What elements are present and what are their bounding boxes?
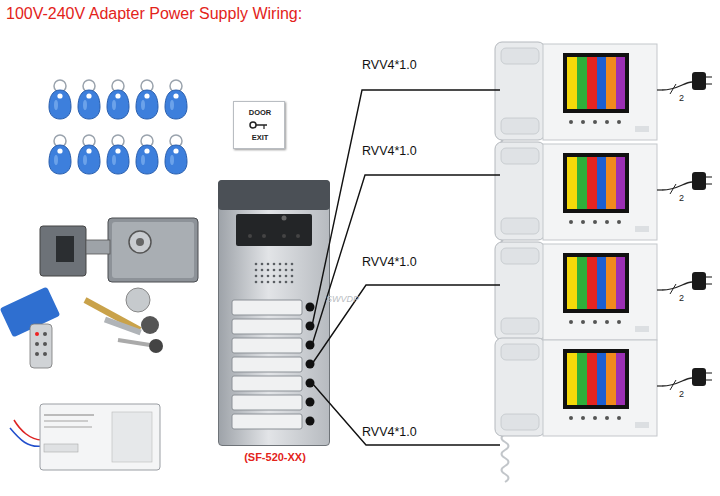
cable-label: RVV4*1.0: [362, 58, 417, 72]
node-text: EXIT: [234, 133, 286, 142]
node-text: (SF-520-XX): [219, 451, 331, 463]
rvv-wires: [312, 90, 500, 445]
cable-label: RVV4*1.0: [362, 144, 417, 158]
power-supply-box: [10, 404, 160, 470]
power-adapters: [657, 72, 712, 390]
wire-count: 2: [679, 293, 684, 303]
wire-count: 2: [679, 193, 684, 203]
electric-lock: [40, 218, 198, 282]
key-icon: [250, 122, 267, 129]
key-fobs: [49, 80, 187, 174]
wire-count: 2: [679, 389, 684, 399]
watermark: SWVDP: [326, 294, 359, 304]
exit-button: DOOR EXIT: [233, 101, 285, 149]
card-remote-keys: [0, 287, 163, 368]
door-station: (SF-520-XX): [218, 180, 330, 446]
door-station-details: [218, 180, 330, 429]
monitors: [495, 42, 657, 482]
cable-label: RVV4*1.0: [362, 425, 417, 439]
cable-label: RVV4*1.0: [362, 255, 417, 269]
diagram-title: 100V-240V Adapter Power Supply Wiring:: [6, 5, 302, 23]
node-text: DOOR: [234, 108, 286, 117]
wire-count: 2: [679, 93, 684, 103]
